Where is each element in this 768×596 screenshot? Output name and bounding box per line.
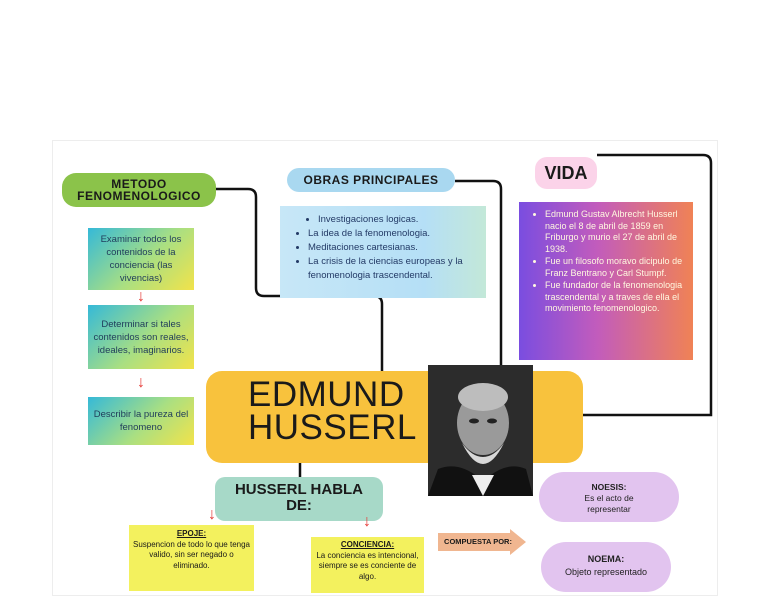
obras-header: OBRAS PRINCIPALES [287, 168, 455, 192]
conciencia-title: CONCIENCIA: [340, 540, 395, 549]
compuesta-label: COMPUESTA POR: [444, 537, 512, 546]
metodo-header: METODO FENOMENOLOGICO [62, 173, 216, 207]
noema-bubble: NOEMA: Objeto representado [541, 542, 671, 592]
obras-item: Investigaciones logicas. [318, 213, 480, 227]
vida-item: Fue un filosofo moravo dicipulo de Franz… [545, 256, 687, 279]
down-arrow-icon: ↓ [137, 288, 145, 305]
epoje-title: EPOJE: [176, 529, 207, 538]
vida-item: Fue fundador de la fenomenologia trascen… [545, 280, 687, 315]
connector-vida [583, 153, 713, 417]
noesis-title: NOESIS: [591, 482, 627, 492]
metodo-step-3-text: Describir la pureza del fenomeno [93, 409, 189, 433]
central-title: EDMUND HUSSERL [248, 375, 417, 447]
noesis-bubble: NOESIS: Es el acto de representar [539, 472, 679, 522]
right-arrow-icon [438, 529, 526, 555]
epoje-text: Suspencion de todo lo que tenga valido, … [133, 539, 250, 570]
obras-item: La crisis de la ciencias europeas y la f… [308, 255, 480, 283]
habla-header: HUSSERL HABLA DE: [215, 477, 383, 521]
noema-title: NOEMA: [587, 554, 625, 564]
down-arrow-icon: ↓ [208, 506, 216, 523]
connector-obras [455, 179, 503, 365]
noesis-text: Es el acto de representar [584, 493, 634, 514]
metodo-step-2: Determinar si tales contenidos son reale… [88, 305, 194, 369]
connector-metodo [216, 187, 384, 371]
metodo-title: METODO FENOMENOLOGICO [77, 177, 201, 203]
obras-list-box: Investigaciones logicas. La idea de la f… [280, 206, 486, 298]
conciencia-text: La conciencia es intencional, siempre se… [316, 550, 419, 581]
obras-title: OBRAS PRINCIPALES [303, 173, 439, 187]
down-arrow-icon: ↓ [363, 513, 371, 530]
vida-header: VIDA [535, 157, 597, 189]
metodo-step-1-text: Examinar todos los contenidos de la conc… [100, 234, 182, 284]
obras-item: Meditaciones cartesianas. [308, 241, 480, 255]
vida-title: VIDA [544, 162, 588, 183]
metodo-step-3: Describir la pureza del fenomeno [88, 397, 194, 445]
compuesta-arrow: COMPUESTA POR: [438, 529, 526, 555]
noema-text: Objeto representado [564, 567, 648, 577]
down-arrow-icon: ↓ [137, 374, 145, 391]
metodo-step-1: Examinar todos los contenidos de la conc… [88, 228, 194, 290]
vida-item: Edmund Gustav Albrecht Husserl nacio el … [545, 209, 687, 255]
habla-title: HUSSERL HABLA DE: [234, 481, 364, 514]
conciencia-box: CONCIENCIA: La conciencia es intencional… [311, 537, 424, 593]
portrait-photo [428, 365, 533, 496]
epoje-box: EPOJE: Suspencion de todo lo que tenga v… [129, 525, 254, 591]
vida-list-box: Edmund Gustav Albrecht Husserl nacio el … [519, 202, 693, 360]
metodo-step-2-text: Determinar si tales contenidos son reale… [93, 318, 189, 356]
obras-item: La idea de la fenomenologia. [308, 227, 480, 241]
